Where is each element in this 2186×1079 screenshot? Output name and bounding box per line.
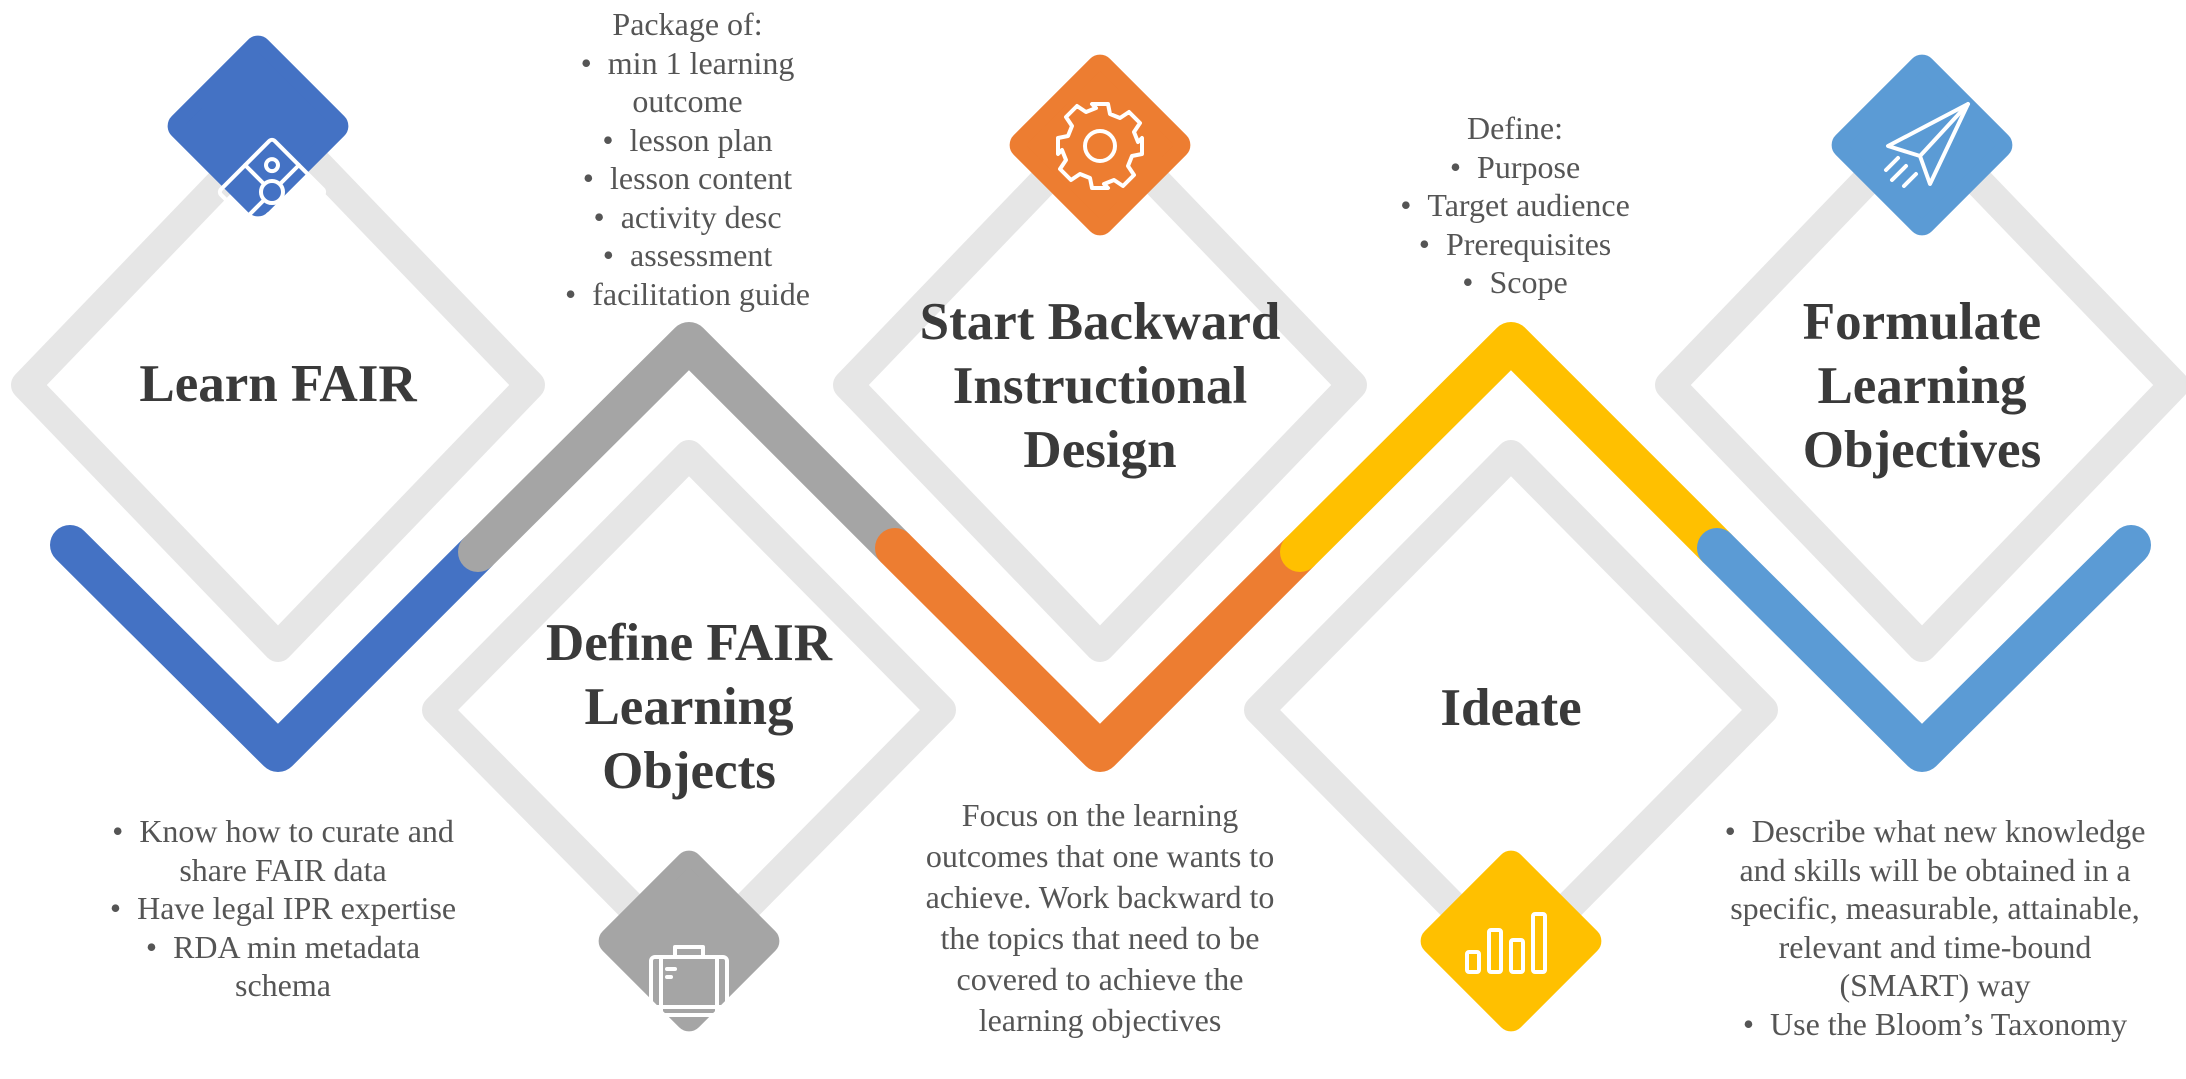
step-3-title-line: Instructional: [952, 357, 1248, 415]
step-5-title-line: Learning: [1817, 357, 2027, 415]
step-4-bullet: Scope: [1350, 263, 1680, 302]
step-2-desc-heading: Package of:: [612, 6, 763, 42]
step-2-title: Define FAIR Learning Objects: [479, 611, 899, 803]
step-1-title: Learn FAIR: [68, 352, 488, 416]
step-3-diamond-outline: [833, 108, 1367, 662]
step-3-title-line: Design: [1023, 421, 1177, 479]
step-2-title-line: Learning: [584, 678, 794, 736]
step-2-bullet: facilitation guide: [530, 275, 845, 314]
step-3-connector: [875, 528, 1320, 772]
step-2-connector: [458, 322, 915, 572]
step-4-bullet: Purpose: [1350, 148, 1680, 187]
step-5-title-line: Objectives: [1802, 421, 2042, 479]
step-4-connector: [1280, 322, 1737, 572]
step-2-title-line: Define FAIR: [545, 614, 833, 672]
puzzle-icon: [217, 137, 327, 247]
step-5-diamond-outline: [1655, 108, 2186, 662]
step-2-bullet: activity desc: [530, 198, 845, 237]
gear-icon: [1056, 102, 1144, 190]
step-1-connector: [50, 525, 498, 772]
step-4-bullet: Target audience: [1350, 186, 1680, 225]
step-4-desc-heading: Define:: [1467, 110, 1563, 146]
step-1-bullet: RDA min metadata schema: [108, 928, 458, 1005]
step-2-icon-diamond: [598, 850, 780, 1032]
briefcase-icon: [649, 945, 729, 1017]
step-2-bullet: lesson content: [530, 159, 845, 198]
step-1-title-line: Learn FAIR: [139, 355, 417, 413]
step-2-bullet: assessment: [530, 236, 845, 275]
step-4-bullet: Prerequisites: [1350, 225, 1680, 264]
step-5-description: Describe what new knowledge and skills w…: [1720, 812, 2150, 1043]
step-1-bullet: Have legal IPR expertise: [108, 889, 458, 928]
step-1-diamond-outline: [11, 108, 545, 662]
step-2-bullet: min 1 learning outcome: [530, 44, 845, 121]
bar-chart-icon: [1465, 912, 1547, 974]
step-5-icon-diamond: [1831, 54, 2013, 236]
step-4-description: Define: Purpose Target audience Prerequi…: [1350, 109, 1680, 302]
step-3-icon-diamond: [1009, 54, 1191, 236]
step-2-bullet: lesson plan: [530, 121, 845, 160]
step-5-title-line: Formulate: [1802, 293, 2042, 351]
step-1-description: Know how to curate and share FAIR data H…: [108, 812, 458, 1005]
step-3-title: Start Backward Instructional Design: [890, 290, 1310, 482]
step-4-title-line: Ideate: [1440, 679, 1582, 737]
step-3-description: Focus on the learning outcomes that one …: [905, 795, 1295, 1041]
step-5-bullet: Use the Bloom’s Taxonomy: [1720, 1005, 2150, 1044]
step-5-bullet: Describe what new knowledge and skills w…: [1720, 812, 2150, 1005]
step-5-title: Formulate Learning Objectives: [1712, 290, 2132, 482]
paper-plane-icon: [1884, 102, 1970, 188]
step-5-connector: [1697, 525, 2151, 772]
step-2-description: Package of: min 1 learning outcome lesso…: [530, 5, 845, 313]
step-2-title-line: Objects: [602, 742, 776, 800]
step-4-title: Ideate: [1301, 676, 1721, 740]
step-3-title-line: Start Backward: [919, 293, 1281, 351]
step-3-desc-paragraph: Focus on the learning outcomes that one …: [925, 797, 1275, 1038]
step-1-bullet: Know how to curate and share FAIR data: [108, 812, 458, 889]
